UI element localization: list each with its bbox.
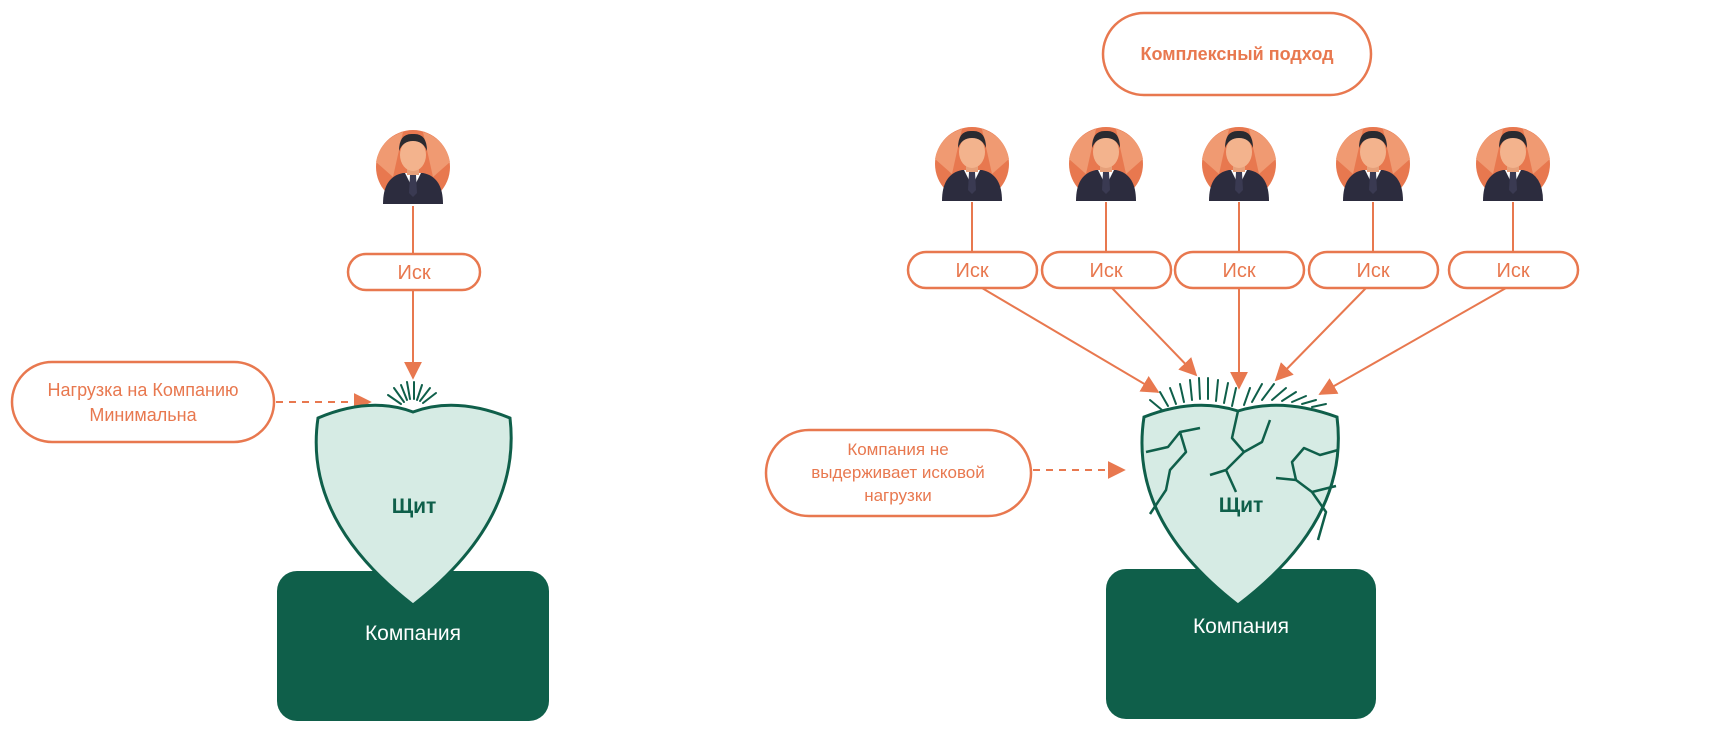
right-shield-label: Щит — [1219, 494, 1264, 517]
right-claim-pill: Иск — [906, 250, 1039, 290]
right-note-line3: нагрузки — [864, 486, 932, 505]
right-note-line2: выдерживает исковой — [811, 463, 985, 482]
person-avatar-icon — [935, 127, 1009, 201]
left-claim-pill: Иск — [346, 252, 482, 292]
claim-arrow — [1111, 287, 1198, 377]
right-note-line1: Компания не — [847, 440, 948, 459]
right-claim-label: Иск — [1496, 260, 1529, 282]
right-company-block: Компания — [1106, 569, 1376, 719]
crack-burst-icon — [387, 381, 437, 405]
person-avatar-icon — [1476, 127, 1550, 201]
left-note-pill: Нагрузка на Компанию Минимальна — [10, 360, 276, 444]
right-claim-pill: Иск — [1307, 250, 1440, 290]
right-claim-label: Иск — [955, 260, 988, 282]
right-claim-pill: Иск — [1173, 250, 1306, 290]
right-diagram: Комплексный подход Иск Иск Иск Иск — [764, 11, 1580, 719]
left-note-line1: Нагрузка на Компанию — [48, 380, 239, 400]
approach-pill: Комплексный подход — [1101, 11, 1373, 97]
left-note-line2: Минимальна — [89, 405, 197, 425]
right-claim-label: Иск — [1356, 260, 1389, 282]
approach-label: Комплексный подход — [1140, 44, 1334, 64]
right-claim-label: Иск — [1222, 260, 1255, 282]
crack-burst-icon — [1149, 377, 1327, 411]
right-shield: Щит — [1140, 403, 1340, 607]
right-note-pill: Компания не выдерживает исковой нагрузки — [764, 428, 1033, 518]
right-company-label: Компания — [1193, 615, 1289, 638]
person-avatar-icon — [1069, 127, 1143, 201]
claim-arrow — [1318, 287, 1507, 395]
right-claim-pill: Иск — [1040, 250, 1173, 290]
left-diagram: Иск Нагрузка на Компанию Минимальна Комп… — [10, 130, 549, 721]
left-company-block: Компания — [277, 571, 549, 721]
claim-arrow — [981, 287, 1160, 393]
person-avatar-icon — [1202, 127, 1276, 201]
right-claim-label: Иск — [1089, 260, 1122, 282]
claim-arrow — [1274, 287, 1367, 382]
right-claim-pill: Иск — [1447, 250, 1580, 290]
shield-cracks — [1145, 410, 1339, 541]
left-claim-label: Иск — [397, 262, 430, 284]
person-avatar-icon — [1336, 127, 1410, 201]
left-shield: Щит — [314, 403, 513, 607]
left-company-label: Компания — [365, 622, 461, 645]
person-avatar-icon — [376, 130, 450, 204]
left-shield-label: Щит — [392, 495, 437, 518]
